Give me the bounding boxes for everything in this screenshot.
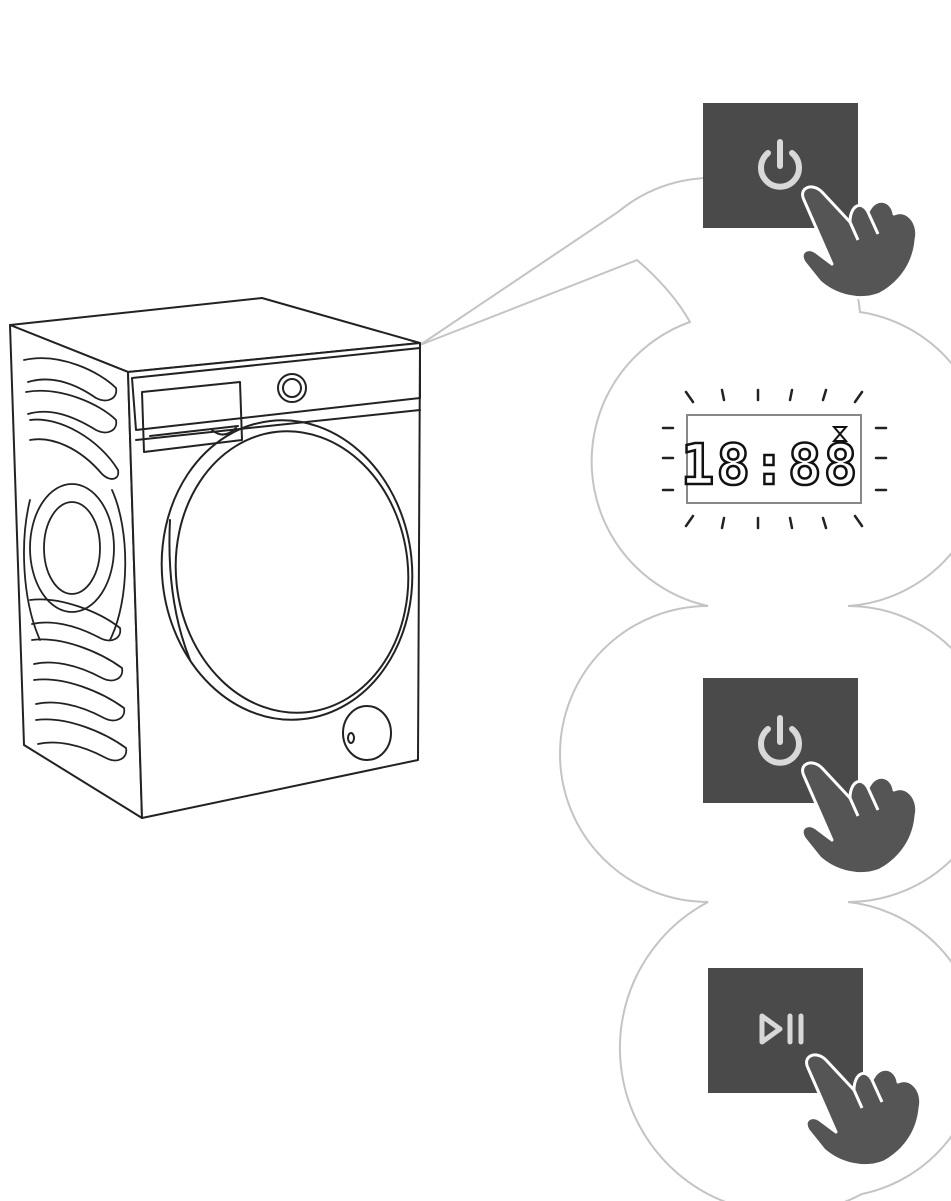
play-pause-icon (759, 1013, 804, 1045)
flash-indicator-marks (661, 388, 888, 530)
hand-icon (804, 1053, 923, 1168)
machine-door (160, 419, 414, 721)
callout-outline (419, 176, 951, 1201)
detergent-drawer (141, 381, 243, 453)
hand-icon (800, 761, 919, 876)
power-icon (758, 715, 802, 766)
step-1-power-press (703, 103, 919, 300)
lcd-display (686, 414, 862, 504)
control-panel (131, 347, 421, 431)
step-3-power-press (703, 678, 919, 876)
washing-machine (9, 297, 421, 819)
power-icon (758, 139, 802, 190)
display-readout: 18:88 (681, 433, 860, 498)
program-knob (277, 373, 307, 403)
callout-bubble (419, 176, 951, 1201)
filter-hatch (342, 705, 392, 761)
step-4-start-pause-press (708, 968, 923, 1168)
hourglass-icon (831, 426, 849, 442)
step-2-display: 18:88 (661, 388, 888, 530)
hand-icon (800, 185, 919, 300)
side-wave-pattern (23, 357, 128, 762)
machine-side (9, 324, 143, 819)
